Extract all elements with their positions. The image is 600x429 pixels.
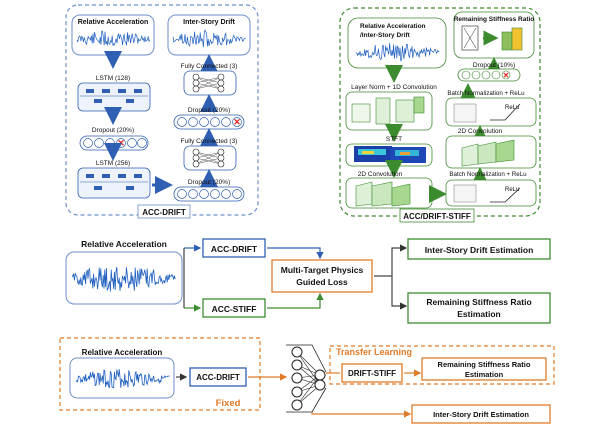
lstm-128-cells <box>86 89 142 103</box>
stft-label: STFT <box>386 136 402 143</box>
fc-mid-net <box>195 151 222 165</box>
conv2d-right-cubes <box>461 139 515 167</box>
bn-relu-bottom-label: Batch Normalization + ReLu <box>449 171 527 178</box>
mid-acc-drift-box <box>202 238 266 258</box>
stiff-input-label-2: /Inter-Story Drift <box>360 32 411 39</box>
conv1d-blocks <box>351 96 425 125</box>
mid-acc-stiff-label: ACC-STIFF <box>212 304 257 314</box>
lstm-128-block <box>77 82 151 112</box>
out-drift-label: Inter-Story Drift Estimation <box>425 245 534 255</box>
out-stiff-line-2: Estimation <box>457 309 500 319</box>
stiffness-output-graphic <box>461 25 523 51</box>
mid-input-signal <box>71 266 176 292</box>
bottom-out-drift-label: Inter-Story Drift Estimation <box>433 410 529 419</box>
layer-norm-label: Layer Norm + 1D Convolution <box>351 84 437 91</box>
bn-relu-top-label: Batch Normalization + ReLu <box>447 90 525 97</box>
bottom-input-label: Relative Acceleration <box>82 348 163 357</box>
acc-drift-input-label: Relative Acceleration <box>78 19 149 26</box>
neural-network-icon <box>286 344 327 413</box>
out-stiff-box <box>407 292 551 324</box>
fc-top-label: Fully Connected (3) <box>181 63 238 70</box>
conv2d-right-label: 2D Convolution <box>458 128 503 135</box>
fc-top-net <box>195 76 222 90</box>
lstm-256-label: LSTM (256) <box>96 160 130 167</box>
acc-drift-caption: ACC-DRIFT <box>142 208 186 217</box>
transfer-label: Transfer Learning <box>336 347 412 357</box>
stiff-input-label-1: Relative Acceleration <box>360 23 426 30</box>
out-stiff-line-1: Remaining Stiffness Ratio <box>426 297 531 307</box>
mid-input-label: Relative Acceleration <box>81 239 167 249</box>
stiff-dropout-nodes <box>461 70 511 80</box>
acc-drift-output-signal <box>172 29 246 48</box>
relu-top-label: ReLu <box>505 105 519 111</box>
acc-stiff-panel: Relative Acceleration /Inter-Story Drift… <box>339 7 541 223</box>
bottom-acc-drift-label: ACC-DRIFT <box>196 373 240 382</box>
stiff-dropout-x-icon: ✕ <box>503 71 510 80</box>
acc-drift-panel: Relative Acceleration Inter-Story Drift … <box>65 4 259 219</box>
acc-drift-output-label: Inter-Story Drift <box>183 19 235 26</box>
lstm-256-cells <box>86 174 142 190</box>
conv2d-left-label: 2D Convolution <box>358 171 403 178</box>
mid-acc-drift-label: ACC-DRIFT <box>211 244 258 254</box>
loss-line-2: Guided Loss <box>296 277 348 287</box>
dropout-top-nodes <box>177 117 242 127</box>
spectrogram-image <box>354 146 426 163</box>
physics-loss-box <box>271 259 373 293</box>
mid-acc-stiff-box <box>202 298 266 318</box>
lstm-128-label: LSTM (128) <box>96 75 130 82</box>
bottom-out-drift-box <box>411 404 551 424</box>
transfer-flow: Relative Acceleration ACC-DRIFT Fixed Tr… <box>59 337 555 424</box>
acc-drift-input-signal <box>76 30 151 47</box>
bottom-input-signal <box>75 369 170 389</box>
bn-relu-bottom-graphic <box>453 184 521 203</box>
bottom-out-stiff-2: Estimation <box>465 370 504 379</box>
dropout-bottom-label: Dropout (20%) <box>188 179 230 186</box>
drift-stiff-box <box>341 363 403 383</box>
stiff-input-signal <box>355 43 440 62</box>
bottom-acc-drift-box <box>189 367 247 387</box>
fc-mid-block <box>183 145 237 171</box>
fc-mid-label: Fully Connected (3) <box>181 138 238 145</box>
drift-stiff-label: DRIFT-STIFF <box>348 369 396 378</box>
fixed-label: Fixed <box>216 398 241 409</box>
dropout-top-x-icon: ✕ <box>233 117 241 127</box>
loss-line-1: Multi-Target Physics <box>281 265 364 275</box>
dropout-1-label: Dropout (20%) <box>92 127 134 134</box>
stiff-output-label: Remaining Stiffness Ratio <box>454 16 535 23</box>
middle-flow: Relative Acceleration ACC-DRIFT ACC-STIF… <box>65 238 551 324</box>
out-drift-box <box>407 238 551 260</box>
bottom-out-stiff-box <box>421 357 547 381</box>
lstm-256-block <box>77 167 151 199</box>
acc-stiff-caption: ACC/DRIFT-STIFF <box>403 212 471 221</box>
bn-relu-top-graphic <box>453 103 521 123</box>
conv2d-left-cubes <box>355 181 411 207</box>
dropout-top-label: Dropout (20%) <box>188 107 230 114</box>
relu-bottom-label: ReLu <box>505 187 519 193</box>
fc-top-block <box>183 70 237 96</box>
dropout-x-icon: ✕ <box>117 138 125 148</box>
dropout-bottom-nodes <box>177 189 242 199</box>
bottom-out-stiff-1: Remaining Stiffness Ratio <box>438 360 531 369</box>
stiff-dropout-label: Dropout (10%) <box>473 62 515 69</box>
